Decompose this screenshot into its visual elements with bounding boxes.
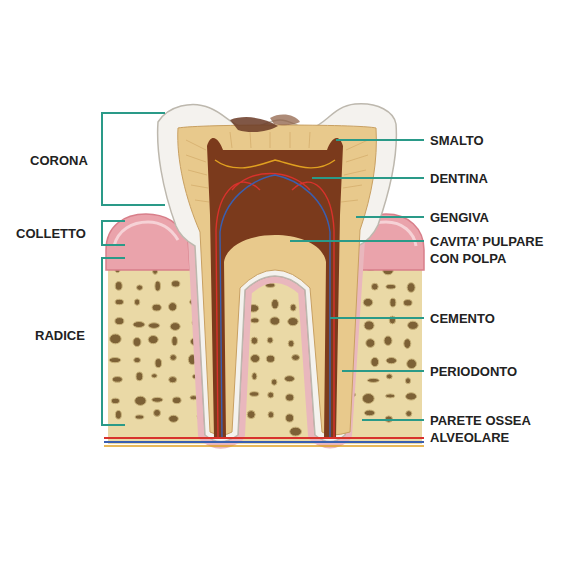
bone-pore — [270, 317, 280, 325]
bone-pore — [154, 409, 161, 416]
part-label: DENTINA — [430, 170, 570, 187]
part-label: CEMENTO — [430, 310, 570, 327]
bone-pore — [170, 323, 180, 331]
bone-pore — [364, 321, 374, 330]
bone-pore — [404, 339, 411, 349]
bone-pore — [406, 411, 412, 417]
bone-pore — [133, 322, 145, 328]
leader-line — [290, 140, 424, 420]
pulp-vessels — [215, 160, 335, 438]
bone-pore — [267, 337, 273, 343]
bone-pore — [110, 334, 122, 344]
part-label: CORONA — [30, 152, 110, 169]
part-label: SMALTO — [430, 132, 570, 149]
bone-pore — [134, 357, 141, 362]
bone-pore — [169, 377, 177, 383]
bone-pore — [135, 415, 144, 419]
part-label: COLLETTO — [16, 225, 100, 242]
bone-pore — [109, 358, 121, 363]
bone-pore — [251, 337, 258, 344]
bracket — [102, 113, 165, 425]
bone-pore — [384, 336, 392, 345]
gum-highlight — [114, 222, 178, 246]
bone-pore — [371, 357, 379, 366]
bone-pore — [271, 379, 277, 385]
bone-pore — [386, 374, 392, 379]
bone-pore — [371, 283, 378, 290]
bone-pore — [386, 284, 396, 289]
bone-pore — [386, 358, 396, 364]
bone-pore — [113, 377, 123, 383]
bone-pore — [288, 318, 298, 326]
bone-pore — [364, 410, 375, 416]
bone-pore — [169, 415, 179, 422]
caries-spot — [230, 117, 278, 132]
bone-pore — [115, 411, 121, 420]
bone-pore — [172, 336, 178, 345]
bone-pore — [408, 321, 419, 329]
bone-pore — [251, 355, 260, 363]
bone-pore — [290, 304, 296, 311]
bone-pore — [285, 376, 295, 382]
vessel-line — [104, 437, 424, 439]
bone-pore — [286, 414, 294, 422]
bone-pore — [405, 378, 410, 384]
bone-pore — [251, 318, 259, 323]
bone-pore — [155, 281, 161, 291]
bone-pore — [152, 304, 161, 311]
bone-pore — [292, 355, 300, 361]
bone-pore — [250, 392, 259, 397]
bone-pore — [152, 374, 158, 378]
bone-pore — [111, 398, 119, 403]
bone-pore — [115, 282, 122, 291]
bone-pore — [367, 378, 379, 382]
bone-pore — [134, 299, 139, 305]
bone-pore — [406, 393, 417, 400]
bone-pore — [272, 299, 279, 309]
bone-pore — [148, 323, 159, 329]
bone-pore — [135, 396, 146, 405]
bone-pore — [155, 359, 162, 368]
bone-pore — [152, 397, 163, 402]
bone-pore — [268, 412, 274, 418]
bone-pore — [390, 298, 396, 307]
bone-pore — [404, 300, 413, 306]
bone-pore — [362, 394, 374, 404]
bone-pore — [173, 397, 182, 404]
bone-pore — [268, 392, 274, 398]
bone-pore — [115, 318, 124, 325]
bone-pore — [363, 298, 372, 306]
pulp — [207, 138, 343, 438]
bone-pore — [172, 281, 180, 287]
bone-pore — [137, 285, 143, 290]
bone-pore — [290, 427, 302, 436]
bone-pore — [136, 372, 143, 381]
bone-pore — [133, 338, 141, 347]
enamel — [158, 104, 397, 442]
bone-pore — [148, 336, 158, 344]
part-label: GENGIVA — [430, 209, 570, 226]
bone-pore — [386, 394, 395, 398]
bone-pore — [286, 394, 294, 401]
part-label: PARETE OSSEA ALVEOLARE — [430, 412, 570, 446]
nerve-line — [104, 445, 424, 447]
bone-pore — [407, 283, 415, 293]
bone-pore — [169, 303, 177, 311]
bone-pore — [366, 339, 375, 348]
part-label: PERIODONTO — [430, 363, 570, 380]
bone-pore — [252, 373, 257, 380]
bone-pore — [170, 355, 176, 361]
part-label: RADICE — [35, 327, 99, 344]
part-label: CAVITA’ PULPARE CON POLPA — [430, 233, 570, 267]
bone-pore — [115, 299, 123, 304]
vessel-line — [104, 441, 424, 443]
bone-pore — [407, 359, 417, 369]
caries-spot — [270, 115, 300, 126]
bone-pore — [266, 355, 274, 362]
bone-pore — [247, 411, 255, 419]
bone-pore — [288, 340, 294, 347]
